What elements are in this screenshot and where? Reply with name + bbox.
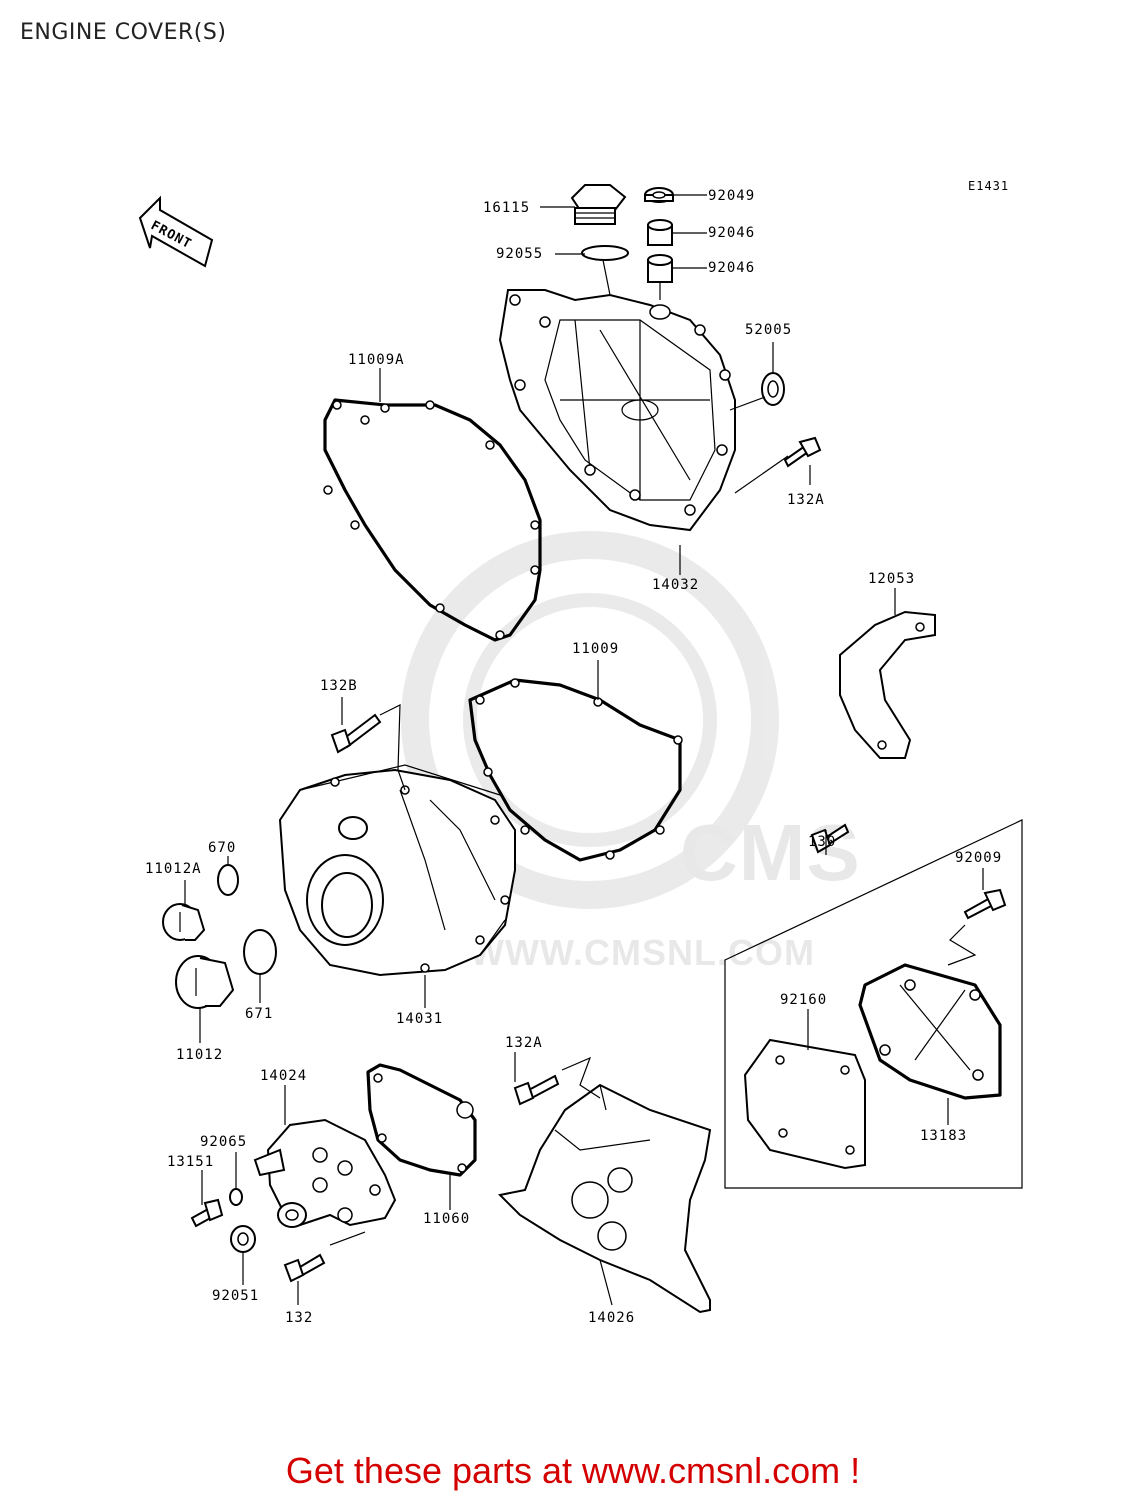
generator-cover-14031	[278, 764, 516, 977]
clutch-cover-14032	[498, 289, 736, 532]
needle-bearing-92046-a	[647, 219, 673, 246]
label-11012A: 11012A	[145, 861, 202, 877]
label-11009A: 11009A	[348, 352, 405, 368]
label-132A-bottom: 132A	[505, 1035, 543, 1051]
gasket-11009A-holes	[323, 400, 540, 640]
label-11060: 11060	[423, 1211, 470, 1227]
label-14026: 14026	[588, 1310, 635, 1326]
label-92055: 92055	[496, 246, 543, 262]
label-130: 130	[808, 834, 836, 850]
label-670: 670	[208, 840, 236, 856]
needle-bearing-92046-b	[647, 254, 673, 283]
label-92046-a: 92046	[708, 225, 755, 241]
watermark-url-text: WWW.CMSNL.COM	[470, 932, 815, 973]
page-title: ENGINE COVER(S)	[20, 20, 227, 45]
label-92049: 92049	[708, 188, 755, 204]
label-671: 671	[245, 1006, 273, 1022]
label-11009: 11009	[572, 641, 619, 657]
bolt-132B	[330, 713, 382, 754]
oil-seal-52005	[761, 372, 785, 406]
label-92051: 92051	[212, 1288, 259, 1304]
bolt-132	[283, 1253, 326, 1283]
label-12053: 12053	[868, 571, 915, 587]
leader-bolt-132	[329, 1231, 366, 1246]
front-arrow-icon: FRONT	[138, 195, 214, 268]
gasket-13183	[858, 963, 1002, 1100]
gasket-11060	[366, 1063, 477, 1177]
label-132A-top: 132A	[787, 492, 825, 508]
chain-guide-12053	[839, 610, 936, 759]
gasket-11009A	[323, 398, 542, 642]
label-92065: 92065	[200, 1134, 247, 1150]
plug-11012A	[162, 903, 206, 941]
oil-seal-92049	[644, 187, 674, 203]
label-13151: 13151	[167, 1154, 214, 1170]
label-92009: 92009	[955, 850, 1002, 866]
gasket-11009-holes	[475, 678, 683, 860]
watermark-logo-text: CMS	[680, 808, 861, 897]
bolt-92009	[963, 888, 1007, 920]
water-pump-14024	[253, 1118, 397, 1228]
diagram-code: E1431	[968, 179, 1009, 193]
leader-132A-bottom	[561, 1056, 601, 1099]
label-14032: 14032	[652, 577, 699, 593]
inset-box	[724, 819, 1023, 1189]
o-ring-671	[243, 929, 277, 975]
plug-11012	[175, 955, 235, 1009]
footer-promo-text: Get these parts at www.cmsnl.com !	[285, 1450, 861, 1491]
bolt-132A-bottom	[513, 1074, 560, 1106]
label-14024: 14024	[260, 1068, 307, 1084]
label-52005: 52005	[745, 322, 792, 338]
bolt-13151	[190, 1198, 224, 1228]
label-92160: 92160	[780, 992, 827, 1008]
label-11012: 11012	[176, 1047, 223, 1063]
o-ring-92055	[581, 245, 629, 261]
label-92046-b: 92046	[708, 260, 755, 276]
seal-92051	[230, 1225, 256, 1253]
o-ring-670	[217, 864, 239, 896]
bolt-132A-top	[783, 436, 822, 468]
label-132B: 132B	[320, 678, 358, 694]
label-16115: 16115	[483, 200, 530, 216]
sprocket-cover-14026	[497, 1083, 712, 1314]
cms-watermark-logo: CMS WWW.CMSNL.COM	[401, 531, 861, 973]
oil-filler-cap-16115	[570, 184, 627, 225]
cover-plate-92160	[743, 1038, 866, 1170]
leader-92009	[947, 924, 977, 966]
gasket-11009	[468, 678, 682, 862]
gasket-11060-holes	[373, 1073, 474, 1173]
label-132: 132	[285, 1310, 313, 1326]
label-14031: 14031	[396, 1011, 443, 1027]
label-13183: 13183	[920, 1128, 967, 1144]
leader-lines	[184, 194, 984, 1306]
o-ring-92065	[229, 1188, 243, 1206]
